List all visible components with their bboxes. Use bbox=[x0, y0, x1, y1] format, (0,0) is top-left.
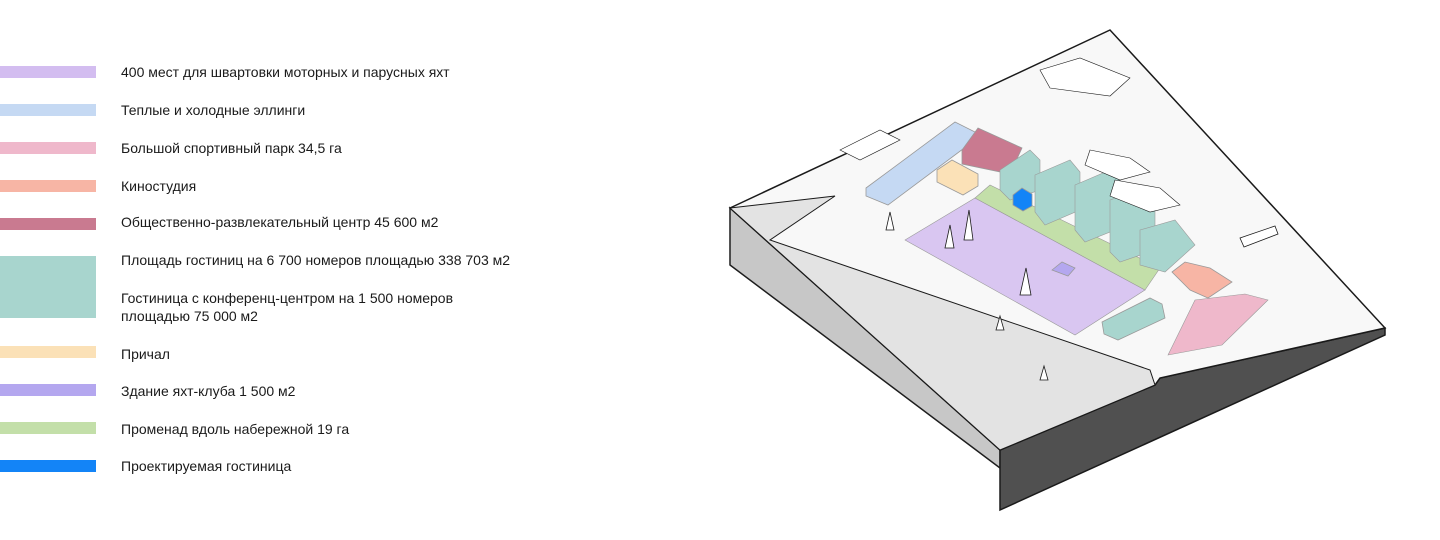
legend-swatch bbox=[0, 142, 96, 154]
slab-left-face bbox=[730, 208, 1000, 468]
legend-swatch bbox=[0, 346, 96, 358]
film-studio-building bbox=[1171, 261, 1233, 299]
yacht-club-building bbox=[1051, 261, 1076, 277]
sailboat-icon bbox=[995, 314, 1005, 331]
legend-swatch bbox=[0, 66, 96, 78]
legend-label: Площадь гостиниц на 6 700 номеров площад… bbox=[121, 252, 511, 268]
site-map bbox=[700, 0, 1440, 540]
sailboat-icon bbox=[944, 224, 955, 249]
sailboat-icon bbox=[1039, 364, 1049, 381]
water-area bbox=[728, 195, 1156, 451]
sailboats bbox=[885, 209, 1049, 381]
legend-label: Киностудия bbox=[121, 178, 197, 194]
sailboat-icon bbox=[963, 209, 974, 241]
sailboat-icon bbox=[1019, 267, 1032, 296]
legend-swatch bbox=[0, 384, 96, 396]
legend-label: Проектируемая гостиница bbox=[121, 458, 292, 474]
legend-swatch bbox=[0, 104, 96, 116]
legend-label: Здание яхт-клуба 1 500 м2 bbox=[121, 383, 296, 399]
neighbor-buildings bbox=[839, 57, 1279, 248]
legend-swatch bbox=[0, 256, 96, 318]
neighbor-building bbox=[1084, 149, 1151, 181]
legend-swatch bbox=[0, 218, 96, 230]
legend-label: Большой спортивный парк 34,5 га bbox=[121, 140, 342, 156]
legend-label: Променад вдоль набережной 19 га bbox=[121, 421, 350, 437]
legend-swatch bbox=[0, 180, 96, 192]
neighbor-building bbox=[839, 129, 901, 161]
sailboat-icon bbox=[885, 211, 895, 231]
legend-label: Причал bbox=[121, 346, 170, 362]
neighbor-building bbox=[1039, 57, 1131, 97]
legend-swatch bbox=[0, 460, 96, 472]
planned-hotel-building bbox=[1012, 187, 1033, 212]
legend-label: Гостиница с конференц-центром на 1 500 н… bbox=[121, 290, 454, 324]
isometric-site-diagram bbox=[728, 29, 1387, 512]
legend-swatch bbox=[0, 422, 96, 434]
legend-label: Общественно-развлекательный центр 45 600… bbox=[121, 214, 439, 230]
legend-label: 400 мест для швартовки моторных и парусн… bbox=[121, 64, 450, 80]
legend: 400 мест для швартовки моторных и парусн… bbox=[0, 0, 640, 540]
legend-label: Теплые и холодные эллинги bbox=[121, 102, 306, 118]
conference-hotel-building bbox=[1101, 297, 1166, 341]
neighbor-building bbox=[1239, 225, 1279, 248]
pier-building bbox=[936, 159, 979, 196]
neighbor-building bbox=[1109, 179, 1181, 213]
hotel-block bbox=[1139, 219, 1196, 273]
sports-park-zone bbox=[1167, 293, 1269, 356]
